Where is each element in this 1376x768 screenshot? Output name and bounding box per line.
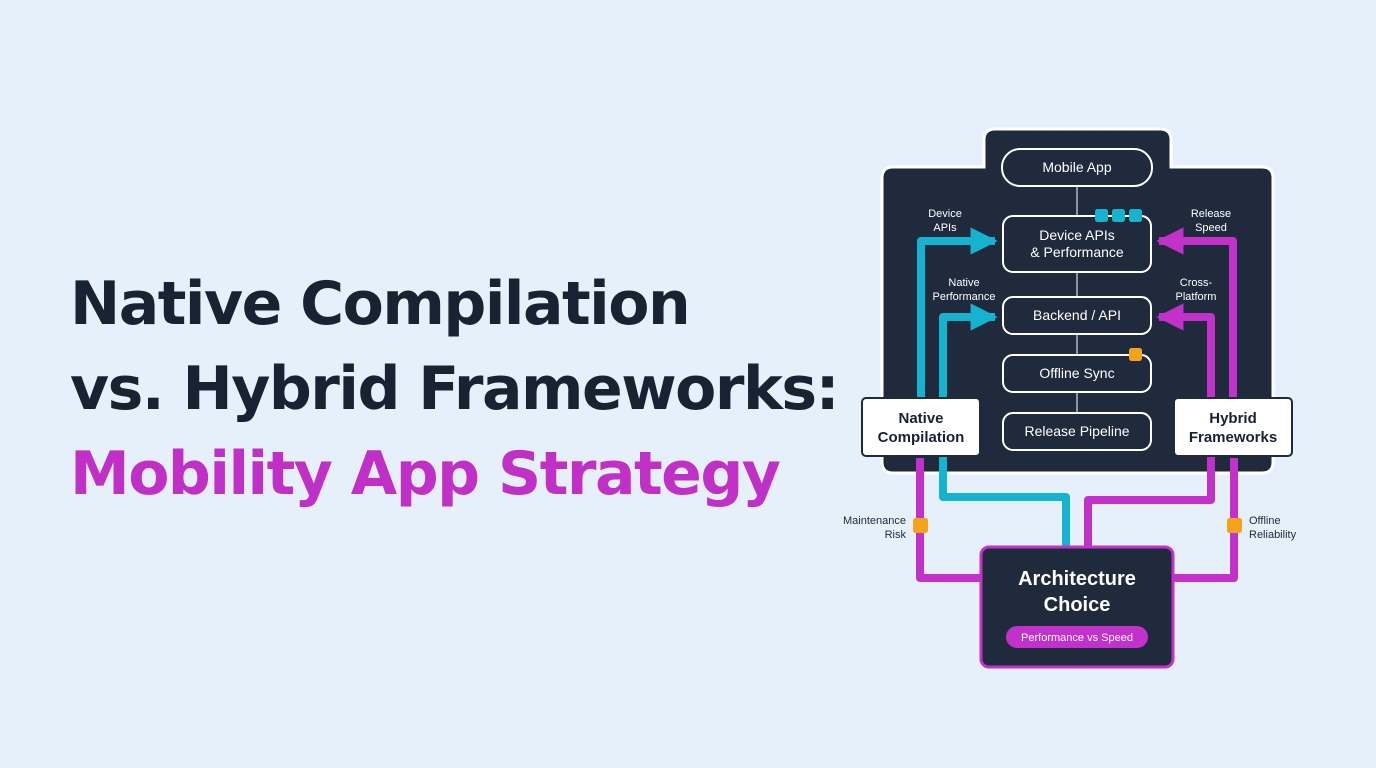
headline-line-1: Native Compilation <box>70 269 691 339</box>
stack-node-label: Backend / API <box>1033 307 1121 323</box>
hybrid-paths <box>916 227 1238 582</box>
indicator-square-icon <box>1095 209 1108 222</box>
stack-node-release-pipeline: Release Pipeline <box>1002 412 1152 451</box>
mobile-app-node: Mobile App <box>1001 148 1153 187</box>
native-box-label: Compilation <box>878 429 965 446</box>
path-label: Performance <box>933 291 996 303</box>
outer-label: Maintenance <box>843 515 906 527</box>
choice-title: Architecture <box>1018 568 1136 590</box>
stack-node-label: Release Pipeline <box>1024 423 1129 439</box>
stack-node-label: Offline Sync <box>1039 365 1114 381</box>
left-path-labels: Device APIs Native Performance <box>928 208 995 303</box>
hybrid-box-label: Hybrid <box>1209 410 1257 427</box>
headline-line-3: Mobility App Strategy <box>70 439 781 509</box>
headline: Native Compilation vs. Hybrid Frameworks… <box>70 262 840 517</box>
maintenance-risk-marker: Maintenance Risk <box>843 515 928 541</box>
offline-reliability-marker: Offline Reliability <box>1227 515 1297 541</box>
outer-label: Offline <box>1249 515 1281 527</box>
right-path-labels: Release Speed Cross- Platform <box>1176 208 1232 303</box>
performance-speed-badge <box>1006 626 1148 648</box>
native-box-label: Native <box>898 410 943 427</box>
risk-square-icon <box>913 518 928 533</box>
stack-node-label: Device APIs <box>1039 227 1114 243</box>
architecture-choice-box: Architecture Choice Performance vs Speed <box>979 545 1175 669</box>
path-label: Speed <box>1195 222 1227 234</box>
badge-label: Performance vs Speed <box>1021 632 1133 644</box>
hybrid-box-label: Frameworks <box>1189 429 1277 446</box>
path-label: Native <box>948 277 979 289</box>
indicator-square-icon <box>1129 209 1142 222</box>
reliability-square-icon <box>1227 518 1242 533</box>
choice-title: Choice <box>1044 594 1111 616</box>
path-label: Device <box>928 208 962 220</box>
path-label: Platform <box>1176 291 1217 303</box>
stack-node-label: & Performance <box>1030 244 1124 260</box>
path-label: Release <box>1191 208 1231 220</box>
stack-node-device-apis: Device APIs & Performance <box>1002 215 1152 273</box>
path-label: Cross- <box>1180 277 1213 289</box>
hybrid-frameworks-box: Hybrid Frameworks <box>1173 397 1293 457</box>
stack-node-offline-sync: Offline Sync <box>1002 348 1152 393</box>
device-indicator-icons <box>1095 209 1142 222</box>
headline-line-2: vs. Hybrid Frameworks: <box>70 354 840 424</box>
stack-node-backend-api: Backend / API <box>1002 296 1152 335</box>
outer-label: Risk <box>885 529 907 541</box>
indicator-square-icon <box>1112 209 1125 222</box>
outer-label: Reliability <box>1249 529 1297 541</box>
warning-square-icon <box>1129 348 1142 361</box>
path-label: APIs <box>933 222 957 234</box>
mobile-app-label: Mobile App <box>1042 159 1111 175</box>
native-compilation-box: Native Compilation <box>861 397 981 457</box>
